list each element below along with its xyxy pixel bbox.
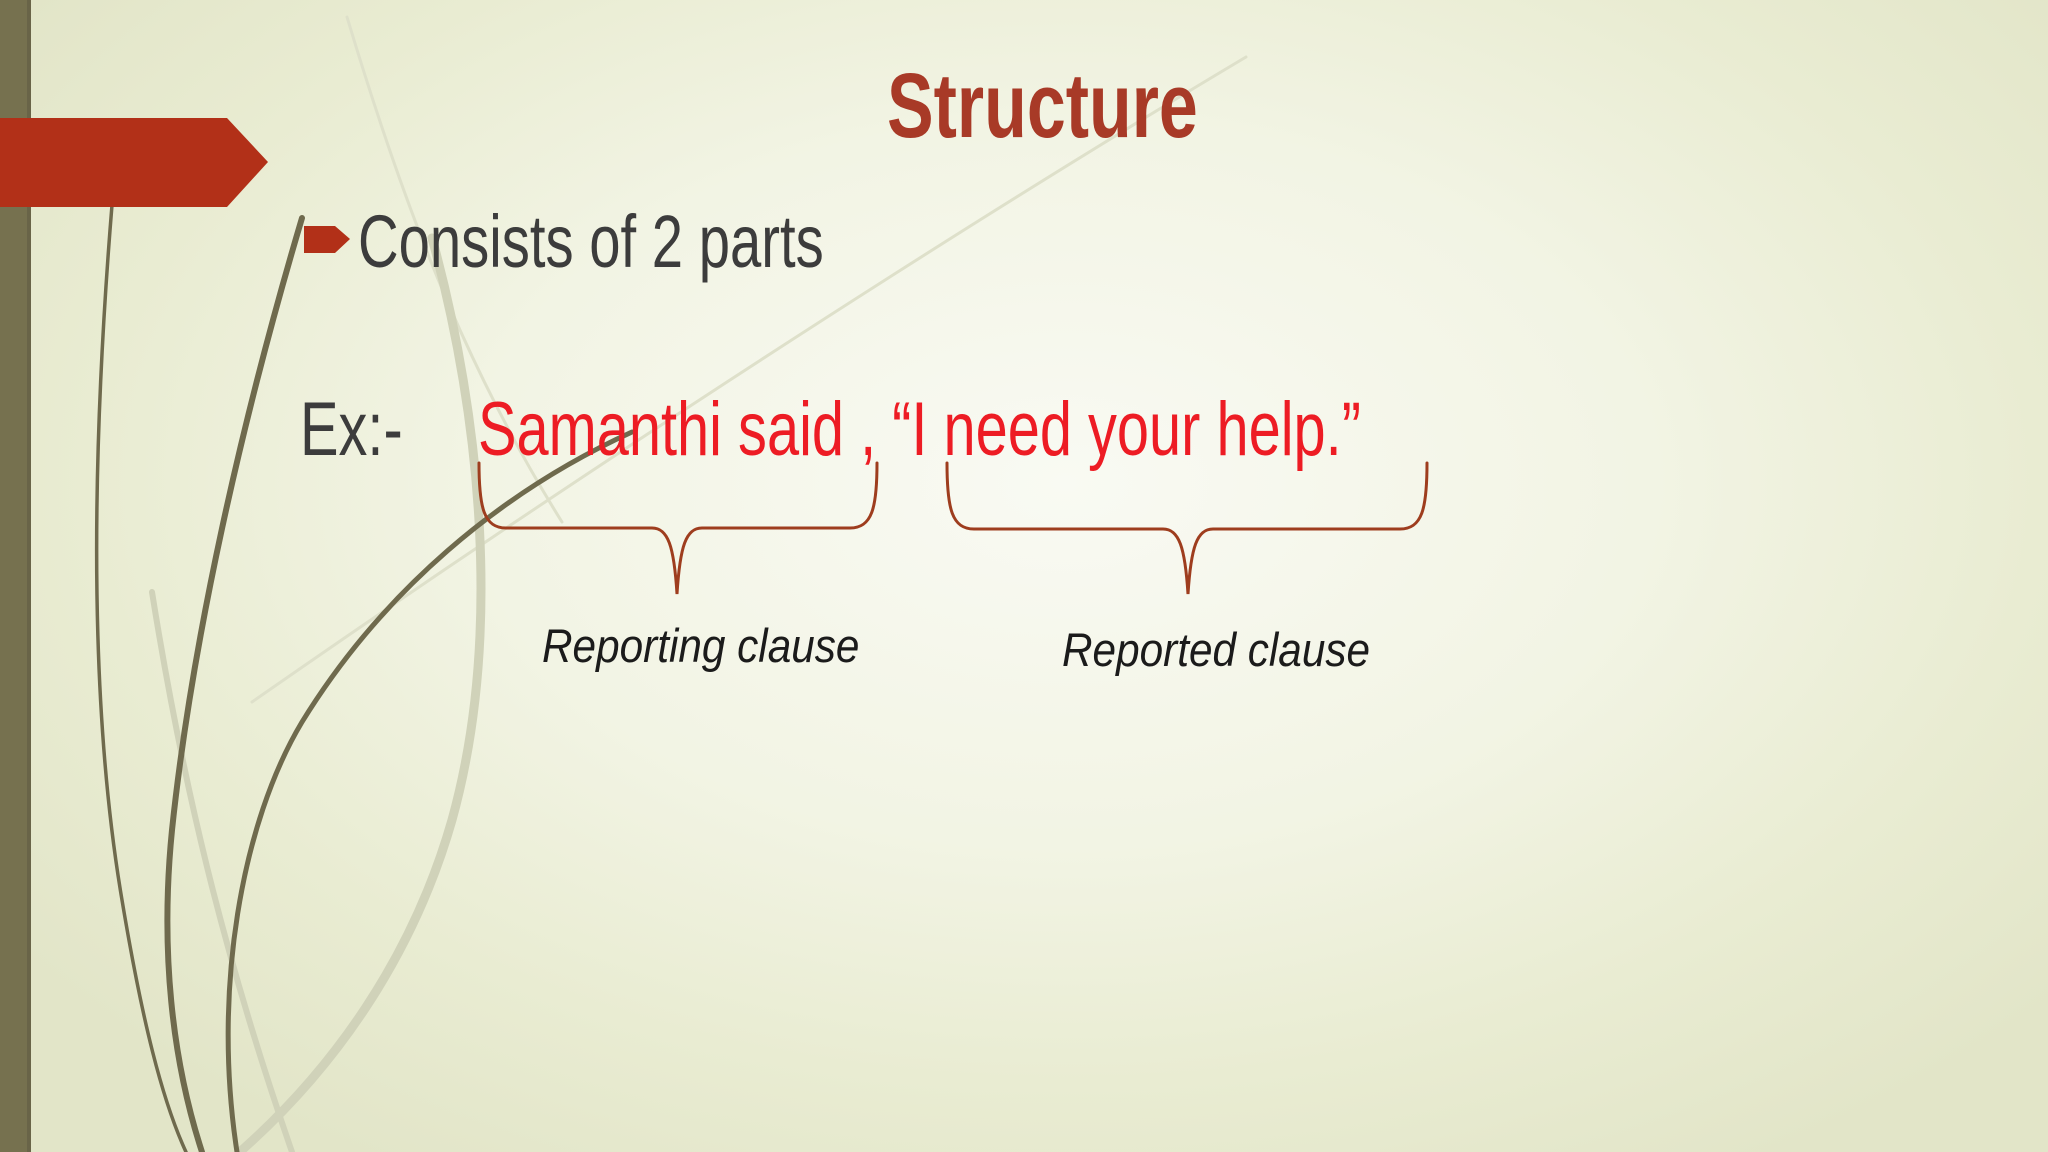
left-sidebar-edge: [27, 0, 31, 1152]
grass-faint-line-icon: [250, 55, 1248, 704]
bullet-text: Consists of 2 parts: [358, 200, 824, 283]
grass-decoration: [94, 15, 1248, 1152]
accent-arrow-banner-icon: [0, 118, 268, 207]
grass-dark-blade-icon: [94, 203, 188, 1152]
reported-clause-label: Reported clause: [1062, 623, 1371, 676]
slide-title: Structure: [887, 55, 1198, 157]
grass-dark-blade-icon: [164, 215, 305, 1152]
grass-light-blade-icon: [149, 589, 295, 1152]
grass-light-blade-icon: [237, 233, 486, 1152]
example-sentence: Samanthi said , “I need your help.”: [478, 387, 1361, 472]
underbrace-reported-clause: [945, 461, 1429, 595]
reporting-clause-label: Reporting clause: [542, 619, 860, 672]
grass-faint-line-icon: [345, 15, 564, 524]
example-prefix: Ex:-: [300, 387, 403, 472]
bullet-arrow-icon: [304, 226, 350, 253]
grass-dark-blade-icon: [225, 429, 635, 1152]
underbrace-reporting-clause: [477, 461, 879, 595]
